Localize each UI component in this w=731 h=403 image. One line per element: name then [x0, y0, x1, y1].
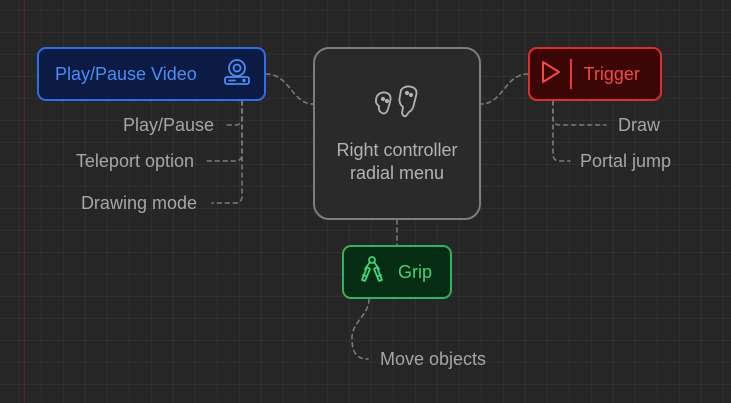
leaf-teleport-option: Teleport option — [75, 151, 194, 171]
trigger-node[interactable]: Trigger — [528, 47, 662, 101]
connector-play-pause-to-center — [265, 73, 314, 105]
right-controller-radial-menu-label: Right controller radial menu — [336, 140, 458, 183]
leaf-play-pause: Play/Pause — [122, 115, 214, 135]
leaf-move-objects: Move objects — [380, 349, 487, 369]
controllers-icon — [371, 82, 423, 127]
connector-leaf-teleport — [203, 100, 243, 162]
trigger-label: Trigger — [583, 63, 640, 84]
play-triangle-icon — [540, 59, 562, 90]
connector-trigger-to-center — [480, 73, 529, 105]
leaf-draw: Draw — [618, 115, 661, 135]
connector-leaf-drawing — [211, 100, 243, 204]
play-pause-video-label: Play/Pause Video — [55, 63, 197, 84]
connector-leaf-play-pause — [223, 100, 243, 126]
grip-label: Grip — [398, 261, 433, 282]
connector-leaf-portal — [552, 100, 571, 162]
leaf-portal-jump: Portal jump — [580, 151, 672, 171]
leaf-drawing-mode: Drawing mode — [80, 193, 197, 213]
grip-node[interactable]: Grip — [342, 245, 452, 299]
canvas-edge-line — [24, 0, 25, 403]
play-pause-video-node[interactable]: Play/Pause Video — [37, 47, 266, 101]
hand-gripper-icon — [356, 254, 388, 291]
right-controller-radial-menu-node[interactable]: Right controller radial menu — [313, 47, 481, 220]
projector-icon — [222, 57, 252, 92]
connector-leaf-draw — [552, 100, 607, 126]
trigger-divider — [570, 59, 572, 89]
connector-leaf-move-objects — [351, 298, 370, 360]
